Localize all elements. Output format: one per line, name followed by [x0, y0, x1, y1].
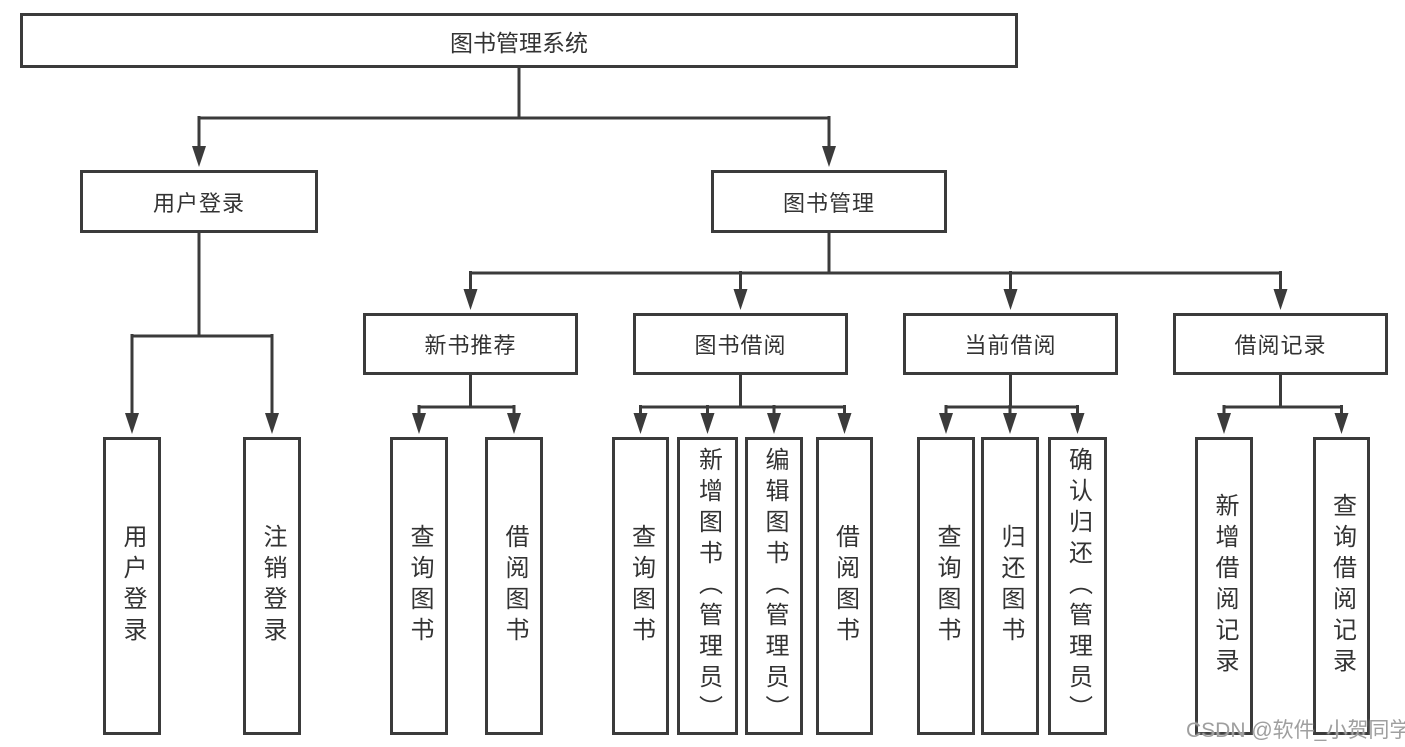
arrowhead [125, 413, 139, 434]
arrowhead [1273, 289, 1288, 310]
leaf-query-borrow-record: 查询借阅记录 [1313, 437, 1370, 735]
arrowhead [463, 289, 478, 310]
node-borrow-records: 借阅记录 [1173, 313, 1388, 375]
leaf-add-book-admin: 新增图书（管理员） [677, 437, 738, 735]
arrowhead [1334, 413, 1349, 434]
node-label: 查询图书 [627, 524, 655, 648]
leaf-add-borrow-record: 新增借阅记录 [1195, 437, 1253, 735]
node-label: 新增图书（管理员） [694, 446, 722, 726]
node-label: 借阅记录 [1234, 333, 1327, 358]
arrowhead [767, 413, 781, 434]
arrowhead [507, 413, 521, 434]
node-label: 查询借阅记录 [1328, 493, 1356, 679]
leaf-query-books-current: 查询图书 [917, 437, 975, 735]
node-label: 图书借阅 [694, 333, 787, 358]
node-label: 注销登录 [259, 524, 286, 648]
csdn-watermark: CSDN @软件_小贺同学 [1186, 719, 1405, 742]
node-label: 用户登录 [119, 524, 146, 648]
node-label: 图书管理 [782, 190, 875, 216]
node-label: 当前借阅 [964, 333, 1057, 358]
node-label: 借阅图书 [831, 524, 859, 648]
node-label: 编辑图书（管理员） [761, 446, 788, 726]
arrowhead [192, 146, 206, 167]
node-label: 查询图书 [933, 524, 960, 648]
leaf-user-login: 用户登录 [103, 437, 161, 735]
leaf-query-books-borrowing: 查询图书 [612, 437, 669, 735]
arrowhead [733, 289, 748, 310]
node-label: 查询图书 [406, 524, 433, 648]
node-label: 借阅图书 [501, 524, 528, 648]
leaf-query-books-recommend: 查询图书 [390, 437, 448, 735]
arrowhead [939, 413, 953, 434]
arrowhead [1217, 413, 1231, 434]
node-current-borrowing: 当前借阅 [903, 313, 1118, 375]
arrowhead [1003, 289, 1018, 310]
arrowhead [1070, 413, 1085, 434]
node-label: 新增借阅记录 [1211, 493, 1238, 679]
node-book-management: 图书管理 [711, 170, 947, 233]
node-label: 新书推荐 [424, 333, 517, 358]
node-label: 确认归还（管理员） [1064, 446, 1092, 726]
node-label: 用户登录 [152, 190, 245, 216]
node-label: 归还图书 [997, 524, 1024, 648]
leaf-edit-book-admin: 编辑图书（管理员） [745, 437, 803, 735]
leaf-return-book: 归还图书 [981, 437, 1039, 735]
node-user-login: 用户登录 [80, 170, 318, 233]
node-book-borrowing: 图书借阅 [633, 313, 848, 375]
leaf-borrow-books-borrowing: 借阅图书 [816, 437, 873, 735]
leaf-borrow-books-recommend: 借阅图书 [485, 437, 543, 735]
leaf-logout: 注销登录 [243, 437, 301, 735]
node-new-book-recommend: 新书推荐 [363, 313, 578, 375]
arrowhead [837, 413, 852, 434]
node-root-system: 图书管理系统 [20, 13, 1018, 68]
leaf-confirm-return-admin: 确认归还（管理员） [1048, 437, 1107, 735]
arrowhead [700, 413, 715, 434]
arrowhead [1003, 413, 1017, 434]
arrowhead [633, 413, 648, 434]
arrowhead [822, 146, 836, 167]
node-label: 图书管理系统 [450, 29, 588, 56]
arrowhead [265, 413, 279, 434]
arrowhead [412, 413, 426, 434]
